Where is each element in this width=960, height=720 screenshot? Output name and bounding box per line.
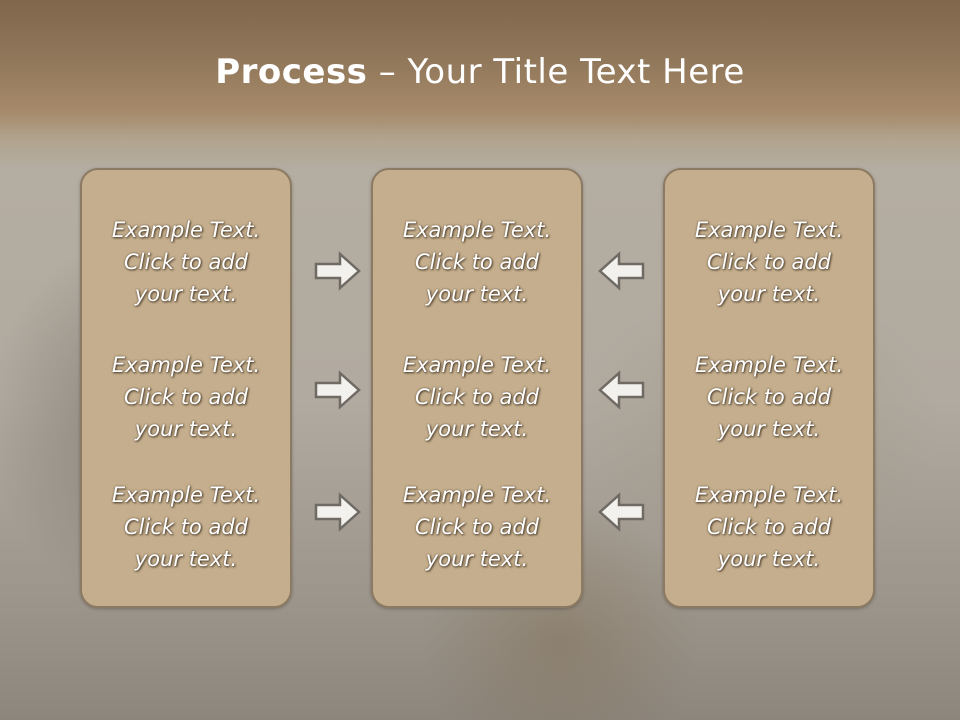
text-placeholder[interactable]: Example Text. Click to add your text. (373, 349, 581, 445)
text-line: Example Text. (694, 353, 844, 377)
text-placeholder[interactable]: Example Text. Click to add your text. (373, 479, 581, 575)
text-line: Example Text. (111, 483, 261, 507)
process-box-left[interactable]: Example Text. Click to add your text. Ex… (80, 168, 292, 608)
text-line: Example Text. (402, 353, 552, 377)
title-banner (0, 0, 960, 135)
text-line: Click to add (123, 515, 248, 539)
text-line: your text. (425, 547, 529, 571)
slide-title[interactable]: Process – Your Title Text Here (0, 52, 960, 92)
text-placeholder[interactable]: Example Text. Click to add your text. (373, 214, 581, 310)
text-line: your text. (134, 282, 238, 306)
text-line: Click to add (123, 385, 248, 409)
text-placeholder[interactable]: Example Text. Click to add your text. (82, 349, 290, 445)
title-rest: – Your Title Text Here (367, 52, 745, 92)
text-line: Click to add (414, 250, 539, 274)
text-placeholder[interactable]: Example Text. Click to add your text. (665, 479, 873, 575)
text-line: Example Text. (402, 483, 552, 507)
text-placeholder[interactable]: Example Text. Click to add your text. (665, 214, 873, 310)
text-line: your text. (425, 282, 529, 306)
text-line: Click to add (414, 385, 539, 409)
process-box-right[interactable]: Example Text. Click to add your text. Ex… (663, 168, 875, 608)
text-line: Example Text. (402, 218, 552, 242)
text-placeholder[interactable]: Example Text. Click to add your text. (82, 214, 290, 310)
arrow-right-icon[interactable] (314, 251, 362, 291)
arrow-left-icon[interactable] (597, 492, 645, 532)
text-line: your text. (717, 282, 821, 306)
text-placeholder[interactable]: Example Text. Click to add your text. (82, 479, 290, 575)
text-line: Example Text. (694, 483, 844, 507)
text-placeholder[interactable]: Example Text. Click to add your text. (665, 349, 873, 445)
text-line: Click to add (706, 515, 831, 539)
text-line: your text. (717, 417, 821, 441)
arrow-right-icon[interactable] (314, 370, 362, 410)
text-line: Click to add (123, 250, 248, 274)
text-line: Example Text. (694, 218, 844, 242)
text-line: Click to add (706, 250, 831, 274)
arrow-right-icon[interactable] (314, 492, 362, 532)
arrow-left-icon[interactable] (597, 370, 645, 410)
process-box-center[interactable]: Example Text. Click to add your text. Ex… (371, 168, 583, 608)
text-line: your text. (425, 417, 529, 441)
arrow-left-icon[interactable] (597, 251, 645, 291)
text-line: your text. (134, 417, 238, 441)
text-line: Example Text. (111, 218, 261, 242)
text-line: Click to add (414, 515, 539, 539)
text-line: your text. (134, 547, 238, 571)
text-line: Example Text. (111, 353, 261, 377)
text-line: Click to add (706, 385, 831, 409)
title-bold: Process (215, 52, 368, 92)
text-line: your text. (717, 547, 821, 571)
